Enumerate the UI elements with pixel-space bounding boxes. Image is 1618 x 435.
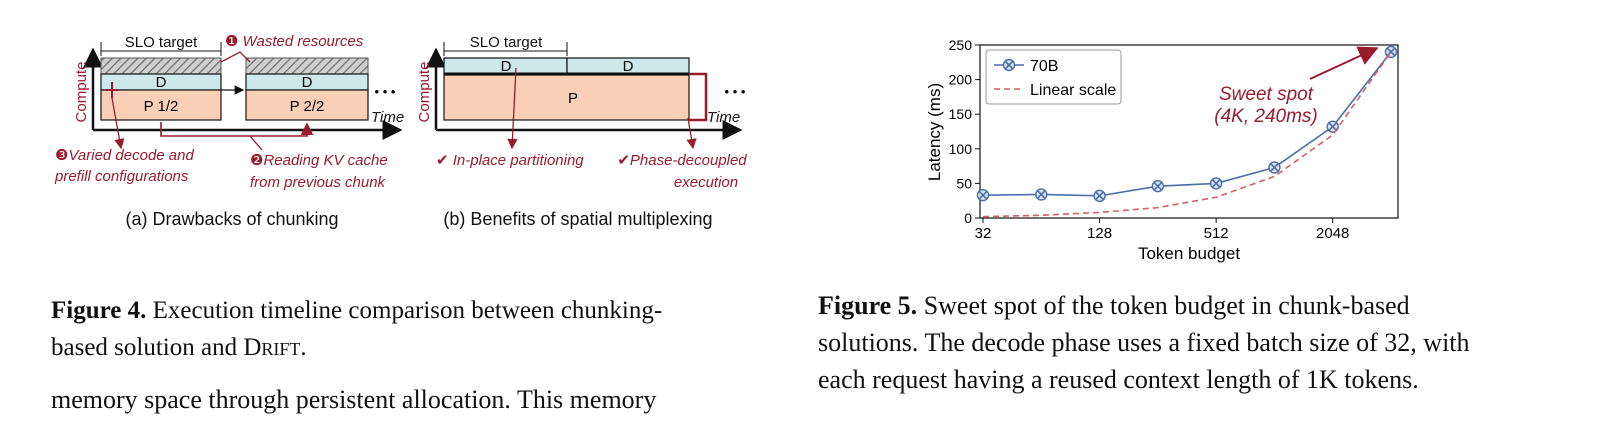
figure-5-caption-text-3: each request having a reused context len…	[818, 365, 1419, 394]
series-group	[976, 45, 1398, 218]
data-point	[1268, 161, 1281, 174]
annotation-wasted-resources: ❶ Wasted resources	[225, 33, 364, 50]
data-point	[1384, 45, 1398, 59]
y-tick-label: 200	[949, 72, 973, 88]
y-tick-label: 250	[949, 37, 973, 53]
data-point-cross	[1037, 190, 1046, 199]
y-axis-label: Latency (ms)	[925, 83, 944, 181]
data-point	[1209, 177, 1223, 190]
legend: 70B Linear scale	[985, 49, 1122, 105]
y-tick-label: 50	[956, 175, 972, 191]
x-tick-label: 512	[1204, 225, 1229, 242]
benefit-phase-decoupled-1: ✔Phase-decoupled	[617, 152, 747, 169]
decode-label-2: D	[302, 74, 313, 91]
data-point-cross	[978, 191, 988, 200]
wasted-resources-block-2	[245, 57, 369, 75]
data-point-cross	[1270, 163, 1279, 172]
data-point	[1035, 188, 1048, 201]
benefit-phase-decoupled-2: execution	[674, 174, 738, 191]
legend-label-linear: Linear scale	[1030, 82, 1116, 99]
compute-axis-label-b: Compute	[416, 62, 433, 123]
decode-label: D	[156, 74, 167, 91]
chunk-2-label: P 2/2	[290, 98, 325, 115]
figure-5-chart: 0 50 100 150 200 250 32 128 512 2048 Latency (ms…	[925, 37, 1399, 263]
legend-label-70b: 70B	[1030, 58, 1058, 75]
chunk-1-label: P 1/2	[144, 98, 179, 115]
series-line-1	[982, 51, 1392, 218]
ellipsis-b: • • •	[725, 84, 746, 99]
wasted-resources-block	[100, 57, 222, 75]
sweet-spot-annotation-1: Sweet spot	[1219, 84, 1314, 105]
slo-target-label: SLO target	[125, 34, 198, 51]
x-axis-label: Token budget	[1138, 244, 1240, 263]
legend-box	[985, 49, 1122, 105]
x-tick-label: 2048	[1316, 225, 1349, 242]
data-point	[1151, 179, 1165, 193]
figure-5-caption: Figure 5. Sweet spot of the token budget…	[818, 287, 1578, 398]
annotation-varied-config-1: ❸Varied decode and	[55, 147, 194, 164]
data-point-cross	[1095, 191, 1104, 200]
decode-label-b1: D	[501, 58, 512, 75]
slo-target-label-b: SLO target	[470, 34, 543, 51]
caption-period: .	[300, 334, 307, 361]
legend-marker-70b	[1002, 58, 1016, 72]
sweet-spot-arrow	[1309, 46, 1379, 80]
figure-4-caption-text-1: Execution timeline comparison between ch…	[146, 297, 663, 324]
series-line-0	[982, 51, 1392, 197]
data-point	[1326, 120, 1339, 133]
diagram-spatial-multiplexing: Compute Time SLO target D D P • • • ✔ In…	[416, 34, 747, 229]
figure-5-label: Figure 5.	[818, 291, 918, 320]
prefill-chunk-1-block	[100, 89, 222, 121]
y-tick-label: 0	[964, 210, 972, 226]
figure-4-caption-text-2: based solution and	[51, 334, 244, 361]
compute-axis-label: Compute	[73, 62, 90, 123]
subcaption-a: (a) Drawbacks of chunking	[125, 209, 338, 229]
y-tick-label: 100	[949, 141, 973, 157]
data-point	[1093, 189, 1106, 203]
ellipsis: • • •	[375, 84, 396, 99]
decode-label-b2: D	[623, 58, 634, 75]
time-axis-label: Time	[371, 109, 404, 126]
plot-frame	[979, 44, 1399, 219]
body-text: memory space through persistent allocati…	[51, 385, 657, 414]
y-ticks: 0 50 100 150 200 250	[949, 37, 980, 226]
prefill-block-b	[443, 74, 690, 121]
data-point	[976, 188, 990, 202]
system-name: Drift	[243, 334, 301, 361]
data-point-cross	[1153, 182, 1162, 191]
prefill-chunk-2-block	[245, 89, 369, 121]
x-ticks: 32 128 512 2048	[975, 218, 1349, 242]
figure-4-label: Figure 4.	[51, 297, 147, 324]
annotation-kv-cache-2: from previous chunk	[250, 174, 387, 191]
data-point-cross	[1212, 179, 1221, 188]
x-tick-label: 128	[1087, 225, 1112, 242]
data-point-cross	[1328, 122, 1337, 131]
diagram-chunking: Compute Time SLO target D P 1/2 D P 2/2 …	[54, 33, 404, 229]
sweet-spot-annotation-2: (4K, 240ms)	[1214, 106, 1317, 127]
figure-5-caption-text-2: solutions. The decode phase uses a fixed…	[818, 328, 1470, 357]
time-axis-label-b: Time	[707, 109, 740, 126]
prefill-label-b: P	[568, 90, 578, 107]
annotation-varied-config-2: prefill configurations	[54, 168, 189, 185]
x-tick-label: 32	[975, 225, 992, 242]
y-tick-label: 150	[949, 106, 973, 122]
figure-4-diagram: Compute Time SLO target D P 1/2 D P 2/2 …	[54, 33, 747, 229]
figure-4-caption: Figure 4. Execution timeline comparison …	[51, 292, 771, 366]
subcaption-b: (b) Benefits of spatial multiplexing	[443, 209, 712, 229]
benefit-in-place: ✔ In-place partitioning	[436, 152, 584, 169]
annotation-kv-cache-1: ❷Reading KV cache	[250, 152, 388, 169]
figure-5-caption-text-1: Sweet spot of the token budget in chunk-…	[917, 291, 1410, 320]
